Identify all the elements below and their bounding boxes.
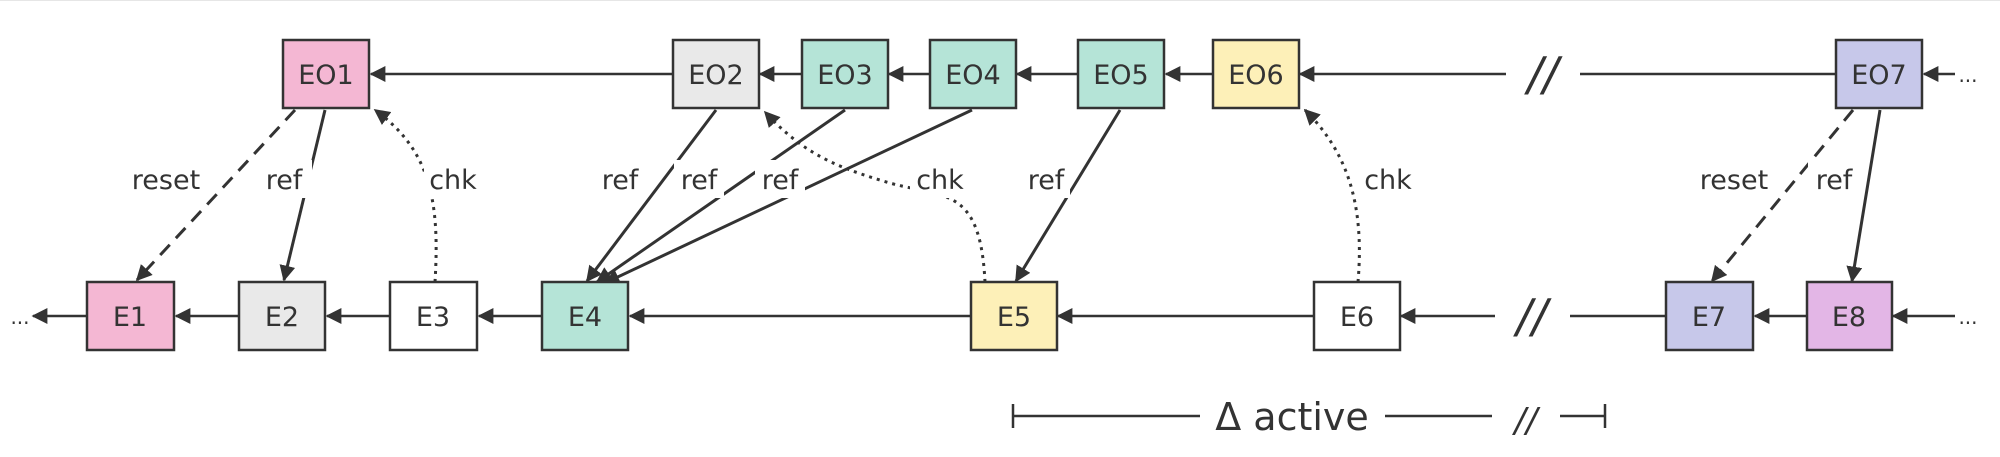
node-eo1: EO1 [281,38,371,110]
ref-eo7-e8 [1846,109,1882,283]
node-eo6: EO6 [1211,38,1301,110]
label-reset-eo7: reset [1700,165,1768,196]
node-e2-label: E2 [265,302,299,333]
node-e6-label: E6 [1340,302,1374,333]
active-span-label: Δ active [1215,395,1369,439]
label-chk-e3: chk [429,165,477,196]
chk-e3-eo1 [373,108,438,283]
node-e5: E5 [969,280,1059,352]
ref-edges [279,108,1882,285]
ellipsis-bottom-left: ... [10,305,29,329]
node-eo1-label: EO1 [298,60,354,91]
node-e5-label: E5 [997,302,1031,333]
label-ref-eo5: ref [1028,165,1066,196]
node-e4-label: E4 [568,302,602,333]
chk-e6-eo6 [1303,108,1361,283]
node-eo2: EO2 [671,38,761,110]
node-eo5-label: EO5 [1093,60,1149,91]
node-eo4: EO4 [928,38,1018,110]
edge-labels: reset ref chk ref ref ref chk ref chk re… [125,160,1858,198]
node-eo4-label: EO4 [945,60,1001,91]
node-e8: E8 [1805,280,1894,352]
label-ref-eo3: ref [681,165,719,196]
node-eo6-label: EO6 [1228,60,1284,91]
active-span [1011,404,1607,428]
node-eo5: EO5 [1076,38,1166,110]
label-ref-eo2: ref [602,165,640,196]
top-border [0,0,2000,1]
chk-e5-eo2 [763,110,987,283]
node-e1-label: E1 [113,302,147,333]
break-mark-bottom: // [1513,289,1552,343]
label-reset-eo1: reset [132,165,200,196]
node-e7: E7 [1664,280,1755,352]
label-ref-eo1: ref [266,165,304,196]
break-marks: // // [1513,47,1563,343]
label-ref-eo7: ref [1816,165,1854,196]
node-eo7-label: EO7 [1851,60,1907,91]
ref-eo2-e4 [585,109,718,283]
node-eo3-label: EO3 [817,60,873,91]
node-e7-label: E7 [1692,302,1726,333]
reset-eo7-e7 [1710,109,1855,283]
node-e2: E2 [237,280,327,352]
reset-edges [135,108,1855,283]
label-chk-e6: chk [1364,165,1412,196]
active-span-break-mark: // [1512,401,1541,441]
node-e4: E4 [540,280,630,352]
ellipsis-bottom-right: ... [1958,305,1977,329]
label-chk-e5: chk [916,165,964,196]
ellipsis-top-right: ... [1958,63,1977,87]
node-e6: E6 [1312,280,1402,352]
reset-eo1-e1 [135,108,297,282]
node-e1: E1 [85,280,176,352]
chk-edges [373,108,1361,283]
label-ref-eo4: ref [762,165,800,196]
node-e3: E3 [388,280,479,352]
break-mark-top: // [1524,47,1563,101]
node-e3-label: E3 [416,302,450,333]
node-eo3: EO3 [800,38,890,110]
node-eo7: EO7 [1834,38,1924,110]
node-e8-label: E8 [1832,302,1866,333]
node-eo2-label: EO2 [688,60,744,91]
